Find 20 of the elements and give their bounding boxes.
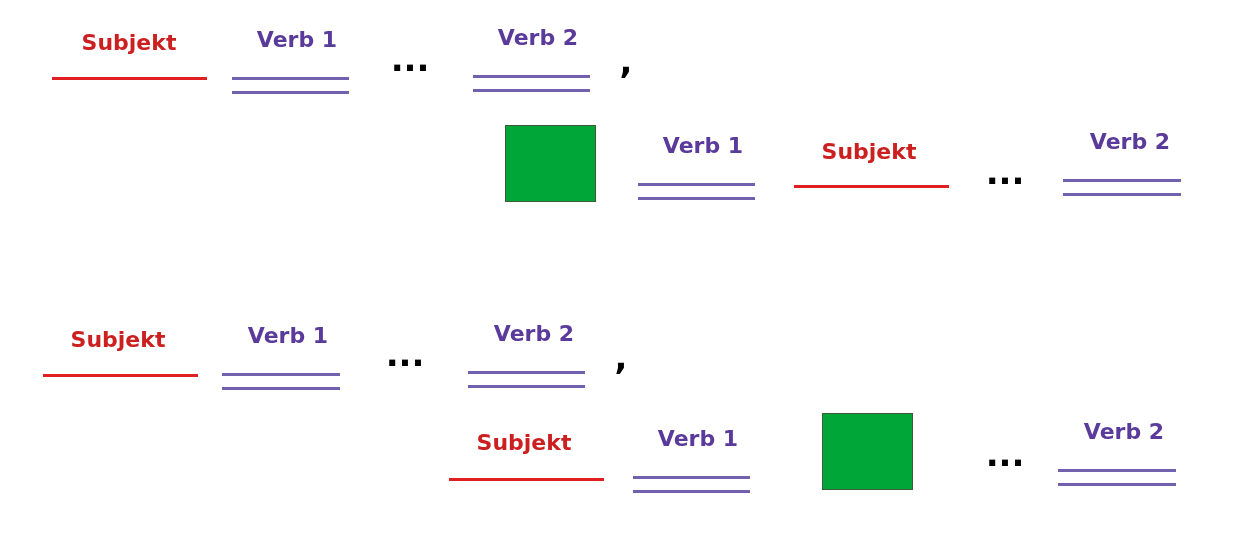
word-label: Subjekt — [81, 30, 177, 56]
square-placeholder — [505, 125, 596, 202]
word-label: Verb 2 — [497, 25, 579, 51]
punctuation-mark: ... — [385, 336, 425, 374]
word-label: Subjekt — [476, 430, 572, 456]
punctuation-mark: ... — [985, 154, 1025, 192]
punctuation-mark: ... — [985, 436, 1025, 474]
square-placeholder — [822, 413, 913, 490]
punctuation-mark: ... — [390, 41, 430, 79]
word-label: Verb 2 — [1089, 129, 1171, 155]
word-label: Subjekt — [821, 139, 917, 165]
word-label: Verb 1 — [657, 426, 739, 452]
word-label: Verb 2 — [493, 321, 575, 347]
punctuation-mark: , — [614, 339, 628, 377]
word-label: Verb 1 — [256, 27, 338, 53]
word-label: Verb 1 — [662, 133, 744, 159]
word-label: Subjekt — [70, 327, 166, 353]
punctuation-mark: , — [619, 43, 633, 81]
word-label: Verb 2 — [1083, 419, 1165, 445]
word-label: Verb 1 — [247, 323, 329, 349]
